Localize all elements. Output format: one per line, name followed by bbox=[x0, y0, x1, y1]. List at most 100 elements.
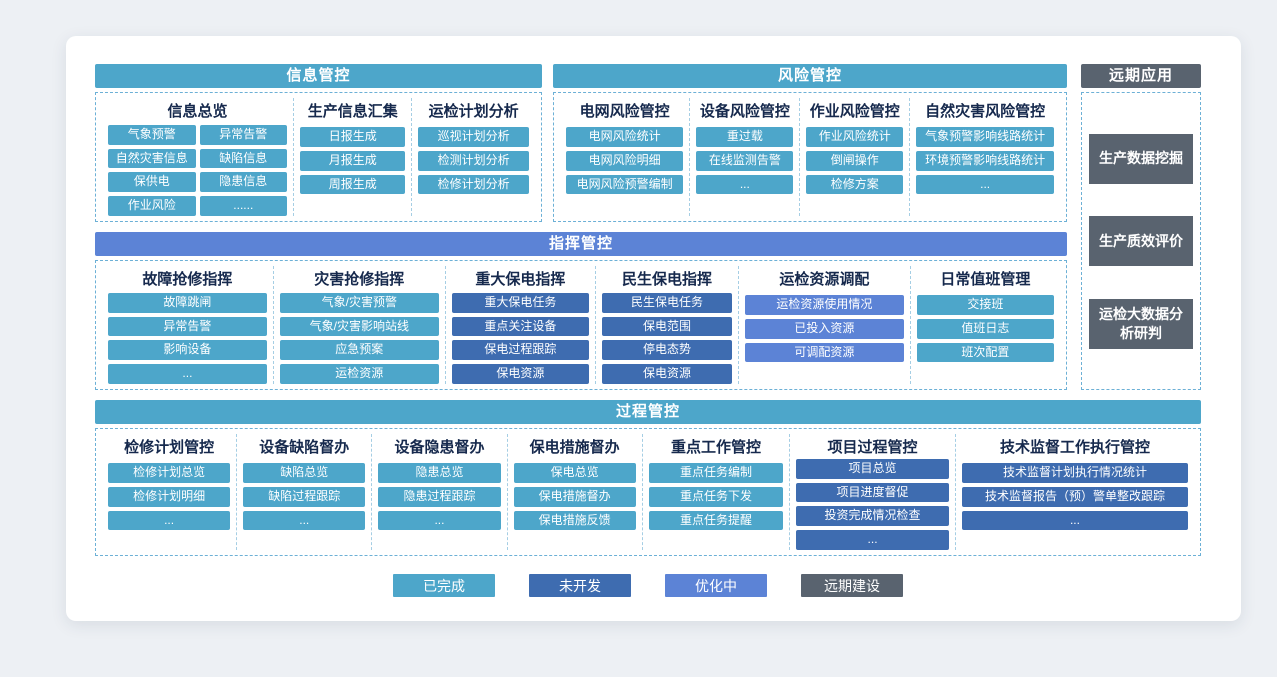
module-list: 重点任务编制重点任务下发重点任务提醒 bbox=[648, 463, 784, 531]
future-app-block: 生产质效评价 bbox=[1089, 216, 1193, 266]
module-chip: 隐患过程跟踪 bbox=[378, 486, 501, 507]
module-group: 故障抢修指挥故障跳闸异常告警影响设备... bbox=[102, 266, 274, 384]
section-future-body: 生产数据挖掘生产质效评价运检大数据分析研判 bbox=[1081, 92, 1201, 390]
module-chip: 技术监督计划执行情况统计 bbox=[961, 463, 1188, 483]
module-chip: 保电措施督办 bbox=[513, 486, 636, 507]
section-risk: 风险管控 电网风险管控电网风险统计电网风险明细电网风险预警编制设备风险管控重过载… bbox=[553, 64, 1067, 222]
module-list: 技术监督计划执行情况统计技术监督报告（预）警单整改跟踪... bbox=[961, 463, 1188, 531]
module-chip: 保电资源 bbox=[451, 364, 589, 384]
module-chip: 重大保电任务 bbox=[451, 292, 589, 313]
module-chip: 检修计划分析 bbox=[418, 174, 529, 195]
module-chip: 运检资源 bbox=[279, 364, 439, 384]
module-chip: 在线监测告警 bbox=[696, 150, 794, 171]
module-chip: 故障跳闸 bbox=[108, 292, 267, 313]
module-list: 隐患总览隐患过程跟踪... bbox=[378, 463, 501, 531]
module-group: 保电措施督办保电总览保电措施督办保电措施反馈 bbox=[508, 434, 643, 550]
group-title: 运检计划分析 bbox=[428, 103, 519, 120]
module-list: 项目总览项目进度督促投资完成情况检查... bbox=[796, 458, 949, 550]
module-list: 运检资源使用情况已投入资源可调配资源 bbox=[744, 295, 904, 363]
group-title: 故障抢修指挥 bbox=[142, 271, 233, 288]
group-title: 设备隐患督办 bbox=[394, 439, 485, 456]
module-group: 信息总览气象预警异常告警自然灾害信息缺陷信息保供电隐患信息作业风险...... bbox=[102, 98, 295, 216]
group-title: 日常值班管理 bbox=[940, 271, 1031, 288]
module-chip: 重过载 bbox=[696, 127, 794, 147]
future-app-block: 运检大数据分析研判 bbox=[1089, 298, 1193, 349]
module-chip: 电网风险预警编制 bbox=[566, 174, 684, 195]
module-list: 检修计划总览检修计划明细... bbox=[108, 463, 231, 531]
module-chip: ... bbox=[108, 364, 267, 384]
module-chip: ...... bbox=[199, 196, 288, 216]
section-info-body: 信息总览气象预警异常告警自然灾害信息缺陷信息保供电隐患信息作业风险...... 生… bbox=[95, 92, 542, 222]
group-title: 生产信息汇集 bbox=[307, 103, 398, 120]
module-chip: ... bbox=[916, 174, 1054, 195]
module-list: 作业风险统计倒闸操作检修方案 bbox=[806, 127, 904, 195]
group-title: 设备风险管控 bbox=[699, 103, 790, 120]
section-info: 信息管控 信息总览气象预警异常告警自然灾害信息缺陷信息保供电隐患信息作业风险..… bbox=[95, 64, 542, 222]
module-group: 运检计划分析巡视计划分析检测计划分析检修计划分析 bbox=[412, 98, 535, 216]
section-risk-header: 风险管控 bbox=[553, 64, 1067, 88]
module-chip: ... bbox=[378, 510, 501, 531]
section-info-header: 信息管控 bbox=[95, 64, 542, 88]
module-list: 交接班值班日志班次配置 bbox=[916, 295, 1055, 363]
module-group: 灾害抢修指挥气象/灾害预警气象/灾害影响站线应急预案运检资源 bbox=[274, 266, 446, 384]
group-title: 运检资源调配 bbox=[779, 271, 870, 288]
module-chip: 重点关注设备 bbox=[451, 316, 589, 337]
module-chip: 项目总览 bbox=[796, 458, 949, 479]
module-chip: 异常告警 bbox=[199, 124, 288, 145]
module-chip: 隐患信息 bbox=[199, 172, 288, 193]
module-chip: 电网风险明细 bbox=[566, 150, 684, 171]
module-group: 技术监督工作执行管控技术监督计划执行情况统计技术监督报告（预）警单整改跟踪... bbox=[956, 434, 1194, 550]
group-title: 自然灾害风险管控 bbox=[925, 103, 1046, 120]
module-chip: 隐患总览 bbox=[378, 463, 501, 483]
module-group: 重大保电指挥重大保电任务重点关注设备保电过程跟踪保电资源 bbox=[446, 266, 596, 384]
module-chip: 民生保电任务 bbox=[601, 292, 732, 313]
module-chip: 可调配资源 bbox=[744, 342, 904, 363]
module-chip: 检修计划明细 bbox=[108, 486, 231, 507]
module-list: 重大保电任务重点关注设备保电过程跟踪保电资源 bbox=[451, 292, 589, 384]
group-title: 民生保电指挥 bbox=[621, 271, 712, 288]
module-chip: 气象预警 bbox=[108, 124, 196, 145]
module-chip: 项目进度督促 bbox=[796, 482, 949, 503]
module-chip: ... bbox=[961, 510, 1188, 531]
left-column: 信息管控 信息总览气象预警异常告警自然灾害信息缺陷信息保供电隐患信息作业风险..… bbox=[95, 64, 1067, 390]
module-list: 气象预警影响线路统计环境预警影响线路统计... bbox=[916, 127, 1054, 195]
module-list: 缺陷总览缺陷过程跟踪... bbox=[243, 463, 366, 531]
module-group: 运检资源调配运检资源使用情况已投入资源可调配资源 bbox=[739, 266, 911, 384]
module-chip: 电网风险统计 bbox=[566, 127, 684, 147]
group-title: 重大保电指挥 bbox=[475, 271, 566, 288]
module-group: 检修计划管控检修计划总览检修计划明细... bbox=[102, 434, 238, 550]
module-chip: 巡视计划分析 bbox=[418, 127, 529, 147]
section-command-header: 指挥管控 bbox=[95, 232, 1067, 256]
module-chip: ... bbox=[243, 510, 366, 531]
legend-item: 远期建设 bbox=[801, 574, 903, 597]
module-chip: 技术监督报告（预）警单整改跟踪 bbox=[961, 486, 1188, 507]
module-chip: 作业风险 bbox=[108, 196, 196, 216]
module-group: 日常值班管理交接班值班日志班次配置 bbox=[911, 266, 1060, 384]
module-list: 重过载在线监测告警... bbox=[696, 127, 794, 195]
top-area: 信息管控 信息总览气象预警异常告警自然灾害信息缺陷信息保供电隐患信息作业风险..… bbox=[95, 64, 1201, 390]
section-risk-body: 电网风险管控电网风险统计电网风险明细电网风险预警编制设备风险管控重过载在线监测告… bbox=[553, 92, 1067, 222]
module-chip: 保电过程跟踪 bbox=[451, 340, 589, 361]
group-title: 电网风险管控 bbox=[579, 103, 670, 120]
module-chip: 气象/灾害影响站线 bbox=[279, 316, 439, 337]
module-chip: ... bbox=[796, 530, 949, 550]
module-chip: 班次配置 bbox=[916, 342, 1055, 363]
module-group: 电网风险管控电网风险统计电网风险明细电网风险预警编制 bbox=[560, 98, 691, 216]
module-chip: 日报生成 bbox=[300, 127, 406, 147]
module-chip: 自然灾害信息 bbox=[108, 148, 196, 169]
group-title: 设备缺陷督办 bbox=[259, 439, 350, 456]
module-group: 设备缺陷督办缺陷总览缺陷过程跟踪... bbox=[237, 434, 373, 550]
module-group: 作业风险管控作业风险统计倒闸操作检修方案 bbox=[800, 98, 911, 216]
module-chip: 保供电 bbox=[108, 172, 196, 193]
group-title: 作业风险管控 bbox=[809, 103, 900, 120]
module-chip: 气象预警影响线路统计 bbox=[916, 127, 1054, 147]
module-chip: 异常告警 bbox=[108, 316, 267, 337]
section-future: 远期应用 生产数据挖掘生产质效评价运检大数据分析研判 bbox=[1081, 64, 1201, 390]
module-chip: 交接班 bbox=[916, 295, 1055, 315]
module-list: 气象预警异常告警自然灾害信息缺陷信息保供电隐患信息作业风险...... bbox=[108, 124, 288, 216]
group-title: 重点工作管控 bbox=[670, 439, 761, 456]
section-command-body: 故障抢修指挥故障跳闸异常告警影响设备...灾害抢修指挥气象/灾害预警气象/灾害影… bbox=[95, 260, 1067, 390]
module-group: 重点工作管控重点任务编制重点任务下发重点任务提醒 bbox=[643, 434, 791, 550]
module-group: 民生保电指挥民生保电任务保电范围停电态势保电资源 bbox=[596, 266, 739, 384]
module-chip: 重点任务提醒 bbox=[648, 510, 784, 531]
